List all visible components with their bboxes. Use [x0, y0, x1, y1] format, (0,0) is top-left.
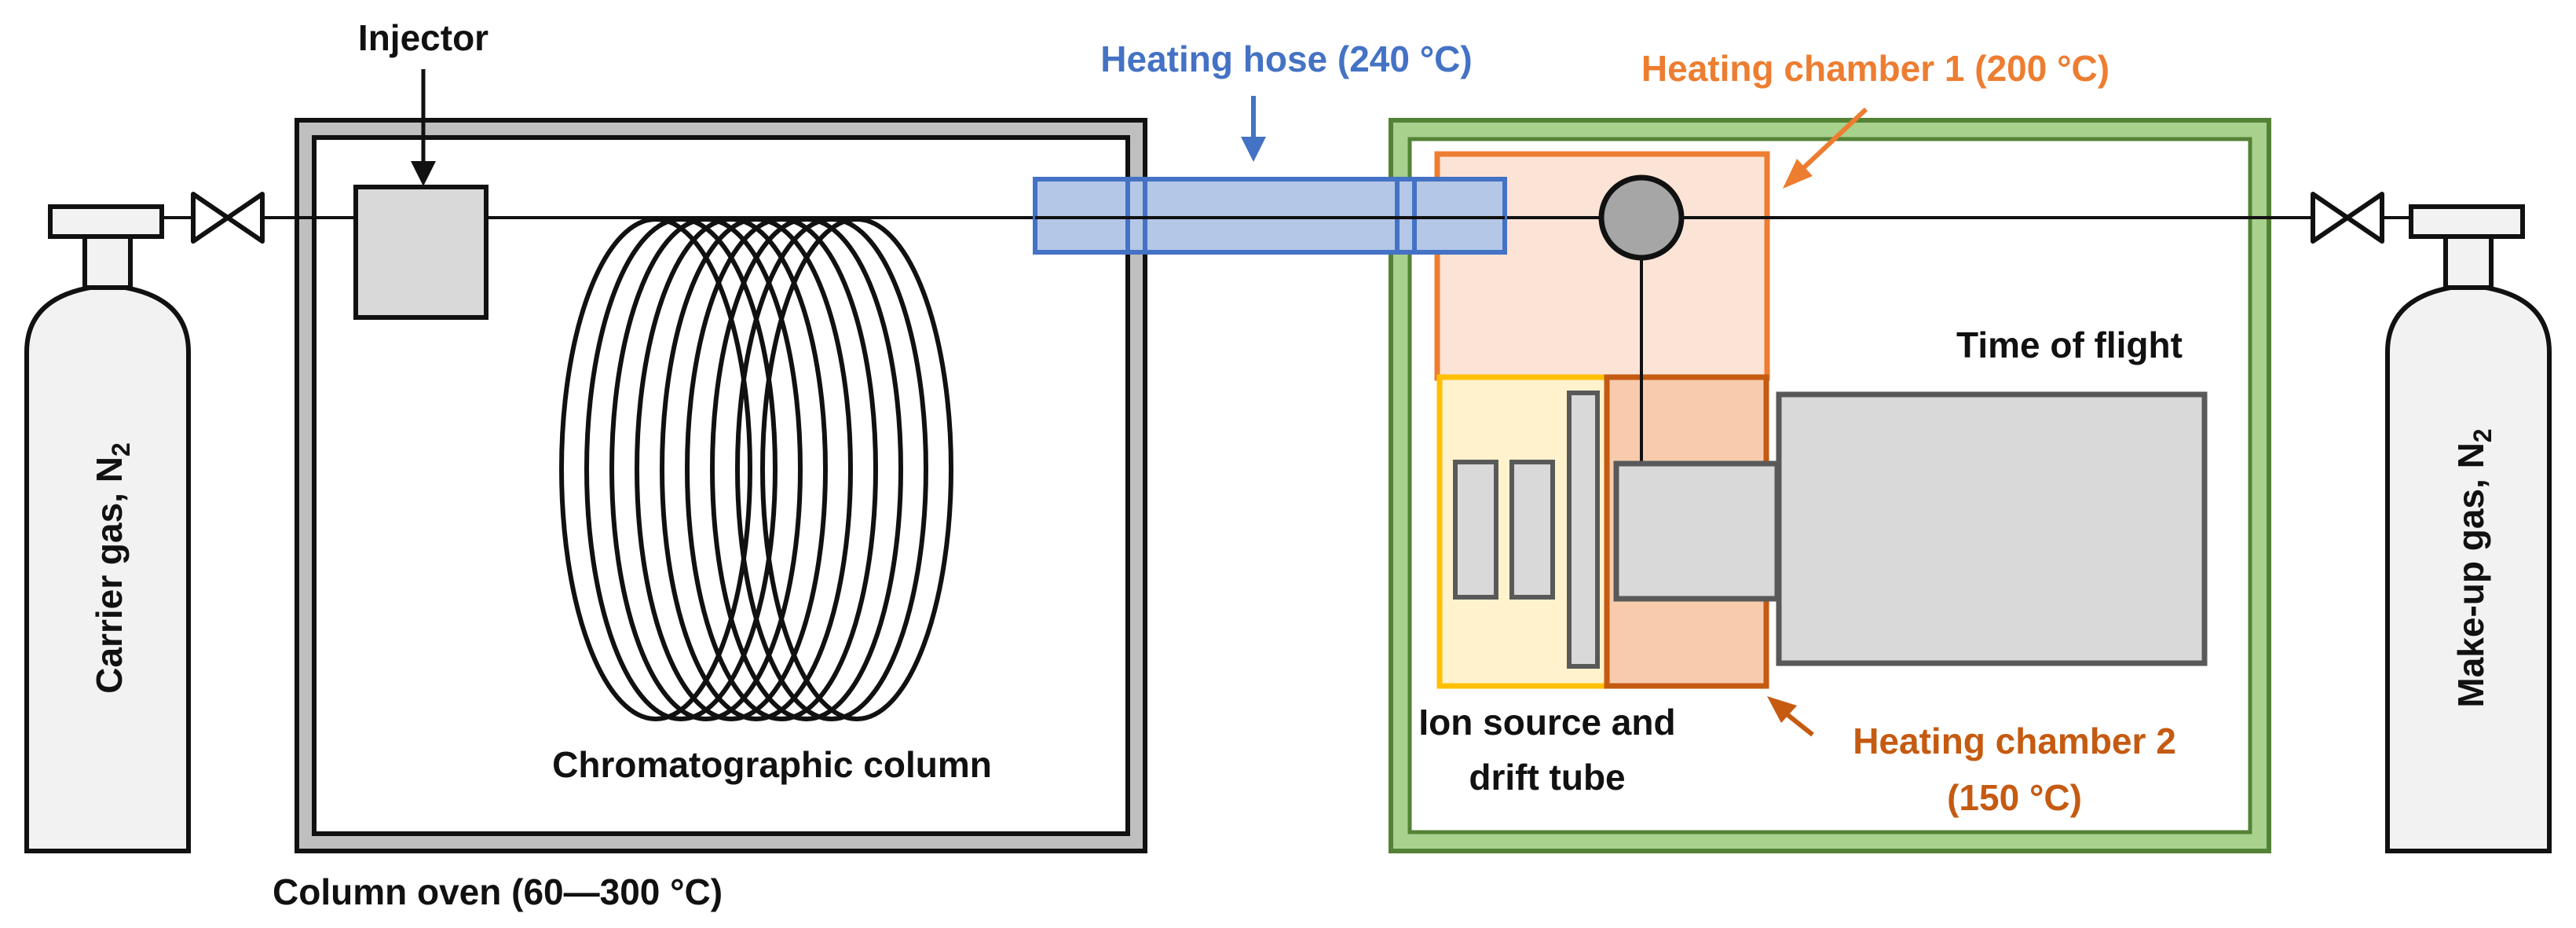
ion-source-electrode-1	[1453, 460, 1498, 600]
injector-arrow-head-icon	[411, 161, 436, 186]
heating-hose-label: Heating hose (240 °C)	[1100, 39, 1472, 79]
injector-label: Injector	[358, 17, 488, 58]
heating-hose	[1033, 177, 1507, 255]
carrier-gas-cylinder-neck	[82, 233, 133, 290]
ion-source-label-line-2: drift tube	[1469, 757, 1625, 798]
heating-chamber-2-arrow-head-icon	[1767, 696, 1797, 723]
makeup-gas-valve-icon	[2311, 192, 2384, 244]
drift-tube-outlet	[1613, 460, 1780, 602]
splitter-node	[1598, 174, 1685, 261]
carrier-gas-label-subscript: 2	[107, 442, 135, 457]
makeup-gas-cylinder-valve-cap	[2409, 204, 2525, 239]
makeup-gas-label: Make-up gas, N2	[2450, 428, 2497, 707]
chromatographic-column-coil	[559, 217, 953, 721]
heating-chamber-2-arrow-shaft	[1784, 711, 1814, 737]
column-oven-label: Column oven (60—300 °C)	[273, 871, 723, 912]
heating-chamber-1-label: Heating chamber 1 (200 °C)	[1641, 48, 2109, 89]
chromatographic-column-label: Chromatographic column	[552, 744, 992, 785]
carrier-gas-cylinder-valve-cap	[48, 204, 164, 239]
carrier-gas-label-text: Carrier gas, N	[89, 457, 130, 694]
makeup-gas-label-text: Make-up gas, N	[2450, 442, 2491, 707]
time-of-flight-analyzer	[1776, 391, 2208, 666]
carrier-gas-label: Carrier gas, N2	[89, 442, 135, 694]
carrier-gas-cylinder	[24, 204, 191, 853]
heating-chamber-1-arrow-head-icon	[1783, 159, 1813, 189]
heating-hose-arrow-head-icon	[1241, 137, 1266, 162]
heating-chamber-2-label-line-1: Heating chamber 2	[1853, 721, 2176, 761]
makeup-gas-cylinder	[2385, 204, 2552, 853]
carrier-gas-valve-icon	[191, 192, 265, 244]
makeup-gas-cylinder-neck	[2443, 233, 2494, 290]
time-of-flight-label: Time of flight	[1956, 325, 2183, 365]
heating-chamber-2-label-line-2: (150 °C)	[1947, 777, 2082, 818]
shutter-grid	[1567, 391, 1600, 669]
ion-source-electrode-2	[1509, 460, 1555, 600]
injector-block	[353, 185, 488, 320]
ion-source-label-line-1: Ion source and	[1418, 702, 1675, 743]
makeup-gas-label-subscript: 2	[2468, 428, 2497, 442]
heating-chamber-1-arrow-shaft	[1801, 107, 1868, 171]
